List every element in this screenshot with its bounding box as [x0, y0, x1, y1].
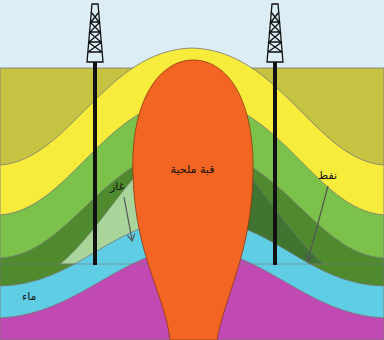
salt-dome: قبة ملحية [125, 55, 260, 340]
salt-dome-outline [125, 55, 260, 340]
gas-label: غاز [110, 180, 124, 193]
oil-label: نفط [318, 169, 337, 182]
dome-label: قبة ملحية [125, 163, 260, 176]
water-label: ماء [22, 290, 36, 303]
